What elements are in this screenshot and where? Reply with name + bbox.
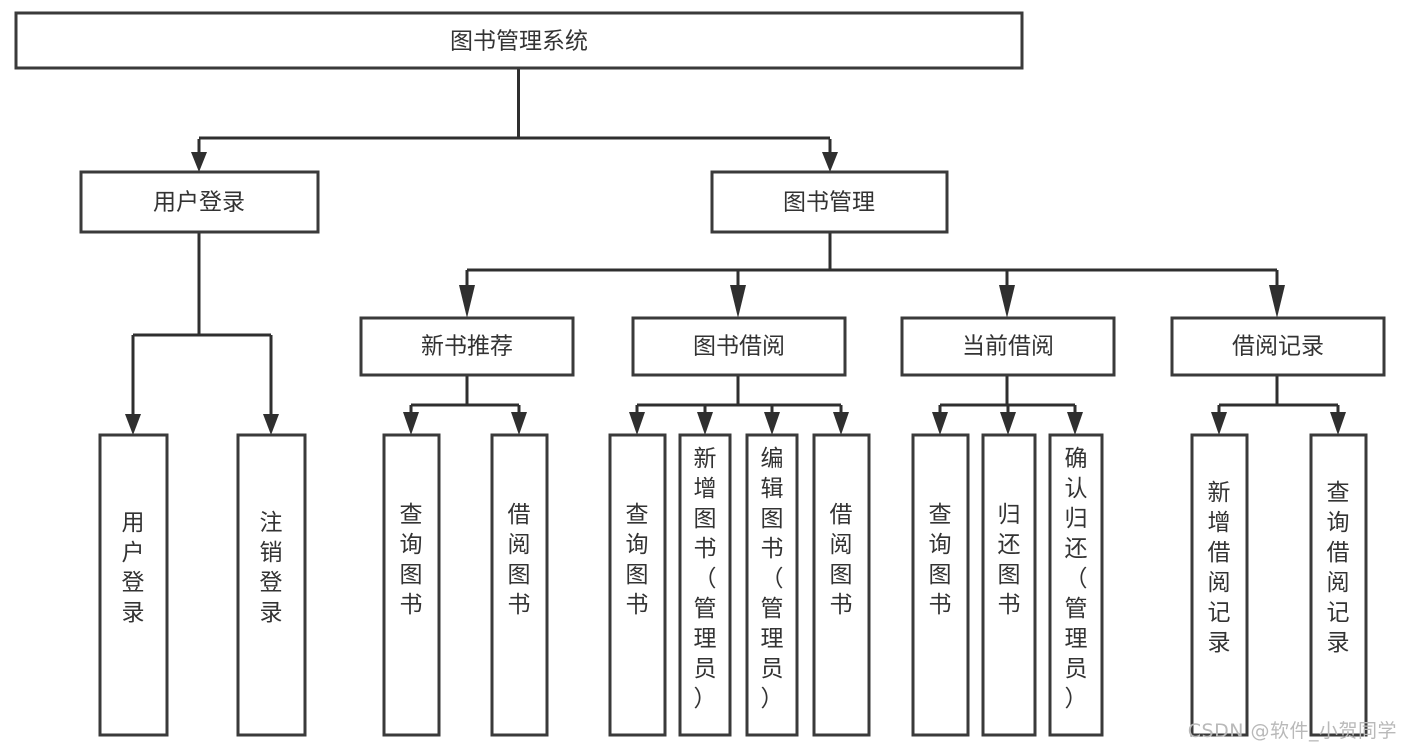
arrowhead-currentborrow-leaf-2 (1067, 412, 1083, 435)
arrowhead-book-borrow (730, 285, 746, 318)
leaf-box (678, 433, 732, 737)
node-user-login-box (79, 170, 320, 234)
leaf-label: 借阅图书 (830, 502, 853, 618)
leaf-box (1190, 433, 1249, 737)
leaf-label: 查询图书 (400, 502, 423, 618)
leaf-node-user-login-logout[interactable]: 注销登录 (236, 433, 307, 737)
arrowhead-bookborrow-leaf-2 (764, 412, 780, 435)
arrowhead-currentborrow-leaf-0 (932, 412, 948, 435)
csdn-watermark: CSDN @软件_小贺同学 (1187, 720, 1397, 742)
arrowhead-bookborrow-leaf-1 (697, 412, 713, 435)
leaf-node-current-query-book[interactable]: 查询图书 (911, 433, 970, 737)
leaf-box (98, 433, 169, 737)
node-current-borrow-box (900, 316, 1116, 377)
leaf-node-current-confirm-return[interactable]: 确认归还（管理员） (1048, 433, 1104, 737)
leaf-node-current-return-book[interactable]: 归还图书 (981, 433, 1037, 737)
arrowhead-book-mgmt (822, 152, 838, 172)
leaf-node-record-query[interactable]: 查询借阅记录 (1309, 433, 1368, 737)
leaf-box (911, 433, 970, 737)
leaf-box (382, 433, 441, 737)
leaf-node-user-login-login[interactable]: 用户登录 (98, 433, 169, 737)
leaf-box (812, 433, 871, 737)
node-current-borrow-label: 当前借阅 (962, 334, 1054, 360)
leaf-box (981, 433, 1037, 737)
node-user-login[interactable]: 用户登录 (79, 170, 320, 234)
arrowhead-newbook-leaf-1 (511, 412, 527, 435)
node-book-borrow[interactable]: 图书借阅 (631, 316, 847, 377)
arrowhead-userlogin-leaf-1 (263, 414, 279, 435)
leaf-box (236, 433, 307, 737)
leaf-node-borrow-edit-book[interactable]: 编辑图书（管理员） (745, 433, 799, 737)
leaf-node-borrow-query-book[interactable]: 查询图书 (608, 433, 667, 737)
node-borrow-record[interactable]: 借阅记录 (1170, 316, 1386, 377)
arrowhead-userlogin-leaf-0 (125, 414, 141, 435)
arrowhead-borrowrecord-leaf-0 (1211, 412, 1227, 435)
arrowhead-bookborrow-leaf-0 (629, 412, 645, 435)
arrowhead-bookborrow-leaf-3 (833, 412, 849, 435)
leaf-box (490, 433, 549, 737)
arrowhead-borrow-record (1269, 285, 1285, 318)
leaf-layer: 用户登录 注销登录 查询图书 借阅图书 查询图书 新增图书 (98, 433, 1368, 737)
leaf-label: 用户登录 (122, 510, 145, 626)
leaf-box (1309, 433, 1368, 737)
node-book-management-box (710, 170, 949, 234)
leaf-node-borrow-borrow-book[interactable]: 借阅图书 (812, 433, 871, 737)
leaf-box (1048, 433, 1104, 737)
leaf-node-new-book-query[interactable]: 查询图书 (382, 433, 441, 737)
node-root[interactable]: 图书管理系统 (14, 11, 1024, 70)
leaf-node-borrow-add-book[interactable]: 新增图书（管理员） (678, 433, 732, 737)
leaf-label: 借阅图书 (508, 502, 531, 618)
node-new-book-recommend[interactable]: 新书推荐 (359, 316, 575, 377)
node-current-borrow[interactable]: 当前借阅 (900, 316, 1116, 377)
arrowhead-new-book (459, 285, 475, 318)
node-book-management[interactable]: 图书管理 (710, 170, 949, 234)
leaf-label: 编辑图书（管理员） (761, 446, 784, 712)
node-root-label: 图书管理系统 (450, 29, 588, 55)
leaf-box (608, 433, 667, 737)
node-root-box (14, 11, 1024, 70)
arrowhead-user-login (191, 152, 207, 172)
node-borrow-record-label: 借阅记录 (1232, 334, 1324, 360)
node-new-book-recommend-box (359, 316, 575, 377)
arrowhead-current-borrow (999, 285, 1015, 318)
node-borrow-record-box (1170, 316, 1386, 377)
leaf-label: 注销登录 (260, 510, 283, 626)
leaf-label: 确认归还（管理员） (1065, 446, 1088, 712)
leaf-label: 查询借阅记录 (1327, 480, 1350, 656)
node-user-login-label: 用户登录 (153, 190, 245, 216)
node-book-borrow-box (631, 316, 847, 377)
node-book-management-label: 图书管理 (783, 190, 875, 216)
leaf-label: 新增图书（管理员） (694, 446, 717, 712)
leaf-box (745, 433, 799, 737)
leaf-node-record-add[interactable]: 新增借阅记录 (1190, 433, 1249, 737)
leaf-label: 归还图书 (998, 502, 1021, 618)
connector-layer (125, 68, 1346, 435)
arrowhead-newbook-leaf-0 (403, 412, 419, 435)
arrowhead-currentborrow-leaf-1 (1000, 412, 1016, 435)
node-book-borrow-label: 图书借阅 (693, 334, 785, 360)
leaf-node-new-book-borrow[interactable]: 借阅图书 (490, 433, 549, 737)
node-new-book-recommend-label: 新书推荐 (421, 334, 513, 360)
leaf-label: 查询图书 (929, 502, 952, 618)
arrowhead-borrowrecord-leaf-1 (1330, 412, 1346, 435)
leaf-label: 新增借阅记录 (1208, 480, 1231, 656)
leaf-label: 查询图书 (626, 502, 649, 618)
